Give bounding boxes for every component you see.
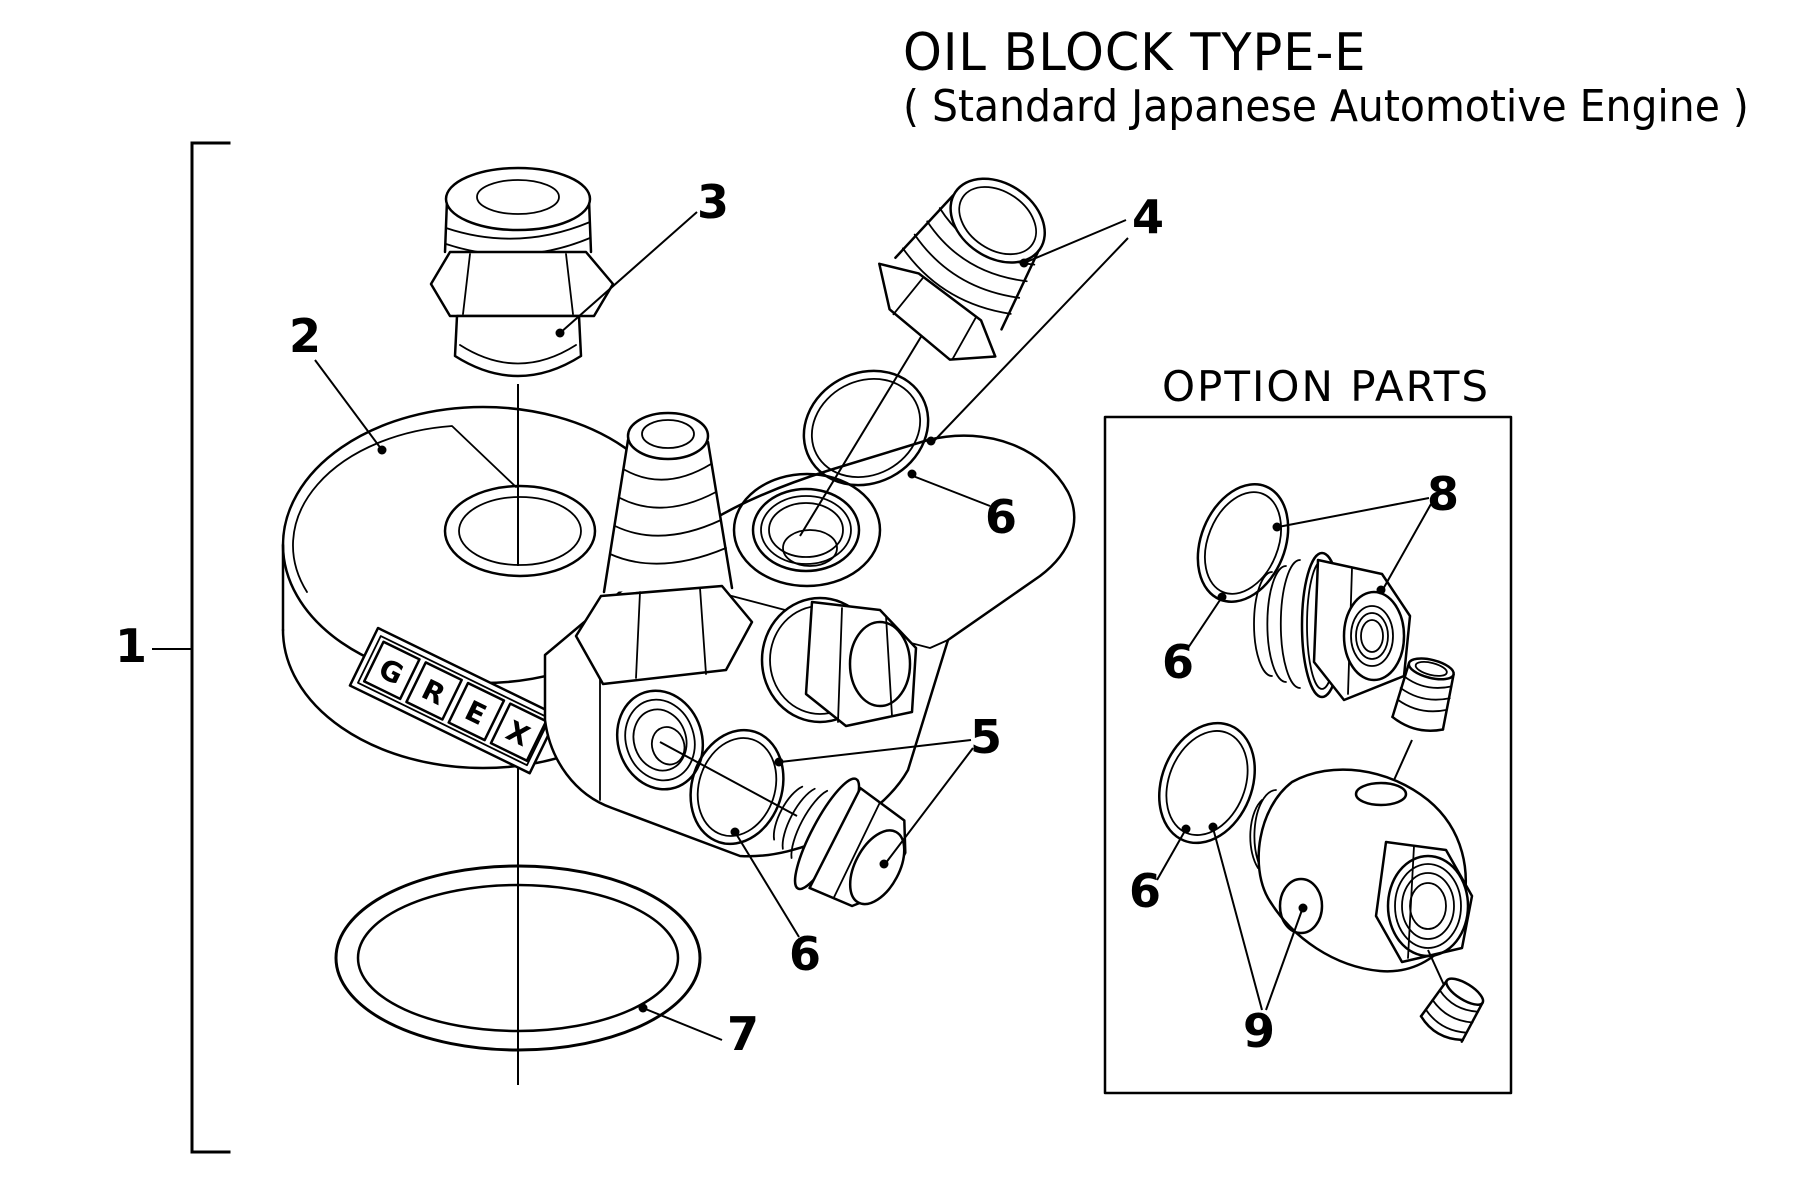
part-9-option-body-group: 9 6 [1129,721,1485,1058]
part-4-an-fitting [878,177,1046,361]
grex-brand-badge: G R E X [348,626,560,775]
option-top-plug [1385,657,1455,799]
part-7-large-oring: 7 [334,864,759,1061]
callout-2: 2 [289,309,387,455]
callout-6-side-label: 6 [789,927,821,981]
oil-block-body [543,411,1076,858]
callout-2-label: 2 [289,309,321,363]
callout-8-label: 8 [1427,467,1459,521]
assembly-bracket: 1 [115,141,231,1154]
block-top-an-port [574,411,754,686]
part-8-fitting [1253,551,1412,702]
part-9-oring [1157,721,1257,845]
part-5-plug [772,777,907,908]
callout-6-option-fitting-label: 6 [1162,635,1194,689]
title-line2: ( Standard Japanese Automotive Engine ) [903,81,1749,133]
callout-4-label: 4 [1132,190,1164,244]
callout-3-label: 3 [697,175,729,229]
part-9-set-screw [1419,977,1485,1043]
page-title: OIL BLOCK TYPE-E ( Standard Japanese Aut… [903,24,1800,132]
callout-7-label: 7 [727,1007,759,1061]
part-9-body [1249,768,1474,973]
part-4-oring [802,369,930,487]
part-5-axis [659,741,798,817]
part-5-plug-group: 5 6 [659,710,1002,981]
block-female-port [732,472,882,588]
part-5-oring [689,728,785,846]
part-4-axis [799,321,931,537]
part-8-option-fitting-group: 8 6 [1162,467,1459,702]
callout-6-top-label: 6 [985,490,1017,544]
callout-9-label: 9 [1243,1004,1275,1058]
part-8-oring [1196,483,1290,603]
callout-1-label: 1 [115,619,147,673]
option-parts-box [1103,415,1513,1095]
part-3-center-fitting: 3 [429,166,729,378]
part-4-an-fitting-group: 4 6 [799,177,1164,544]
block-right-hex-bolt [760,596,918,728]
callout-6-option-body-label: 6 [1129,864,1161,918]
option-parts-heading: OPTION PARTS [1162,362,1491,411]
title-line1: OIL BLOCK TYPE-E [903,23,1367,83]
block-left-port [615,689,705,791]
callout-5-label: 5 [970,710,1002,764]
